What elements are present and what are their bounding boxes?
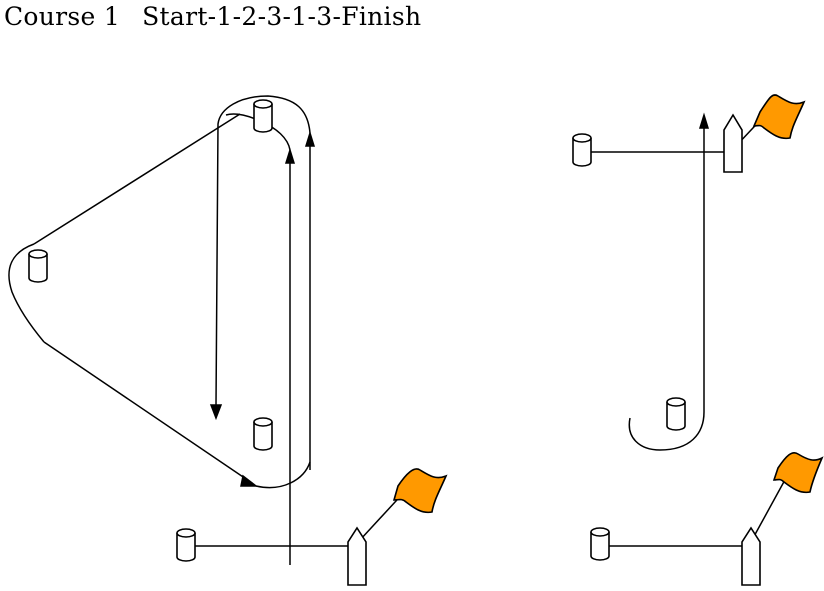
path-round-mark2 bbox=[8, 243, 45, 343]
start-pin-buoy-icon bbox=[176, 528, 196, 562]
path-mark2-to-mark3 bbox=[43, 341, 253, 484]
finish-pin-buoy-icon bbox=[572, 133, 592, 167]
flag-icon bbox=[752, 94, 806, 140]
start-diagram bbox=[608, 477, 787, 547]
course-name: Course 1 bbox=[4, 2, 121, 31]
course-sequence: Start-1-2-3-1-3-Finish bbox=[142, 2, 422, 31]
path-arrowhead-mark3 bbox=[240, 474, 259, 487]
full-course-diagram bbox=[8, 95, 409, 565]
mark-1-buoy-icon bbox=[253, 99, 273, 133]
path-loop-mark1 bbox=[215, 95, 311, 406]
path-to-finish bbox=[628, 128, 705, 451]
path-arrowhead-up-1 bbox=[284, 147, 296, 164]
path-arrowhead-down bbox=[209, 404, 223, 421]
mark-3-buoy-icon bbox=[666, 397, 686, 431]
path-arrowhead-finish bbox=[698, 112, 710, 129]
start-pin-buoy-icon bbox=[590, 527, 610, 561]
flag-icon bbox=[772, 452, 824, 494]
path-mark1-to-mark2 bbox=[33, 113, 241, 245]
mark-2-buoy-icon bbox=[28, 249, 48, 283]
committee-boat-finish-icon bbox=[723, 113, 743, 173]
mark-3-buoy-icon bbox=[253, 417, 273, 451]
flag-pole-start bbox=[751, 477, 787, 541]
committee-boat-icon bbox=[347, 526, 367, 586]
course-title: Course 1 Start-1-2-3-1-3-Finish bbox=[4, 2, 421, 31]
path-arrowhead-up-2 bbox=[304, 130, 316, 147]
path-round-mark3 bbox=[255, 461, 311, 489]
flag-icon bbox=[392, 468, 448, 514]
committee-boat-start-icon bbox=[741, 526, 761, 586]
